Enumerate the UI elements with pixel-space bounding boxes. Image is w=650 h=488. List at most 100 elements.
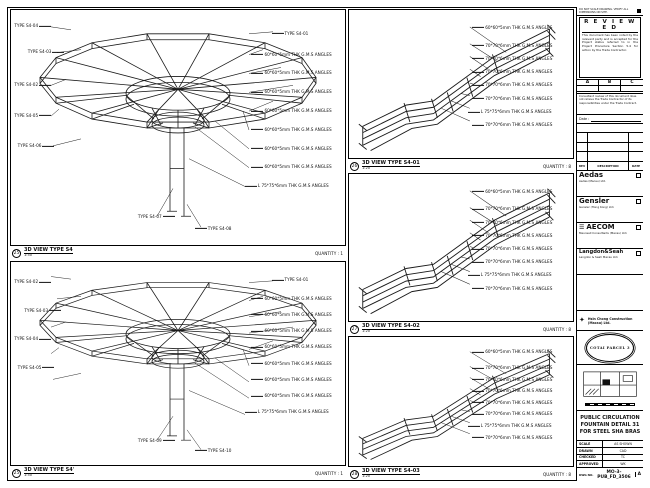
header-note-strip: DO NOT SCALE DRAWING. VERIFY ALL DIMENSI… [577, 7, 643, 16]
rev-cell [629, 133, 643, 142]
annotation-label: 60*60*5mm THK G.M.S ANGLES [472, 25, 552, 30]
firm-checkbox [636, 199, 641, 204]
status-checkbox-c [621, 86, 643, 92]
annotation-label: TYPE S4-04 [14, 24, 52, 28]
firm-block-langdon-seah: Langdon&Seah Langdon & Seah Macau Ltd. [577, 249, 643, 275]
annotation-label: L 75*75*6mm THK G.M.S ANGLES [467, 273, 552, 277]
checked-value: TC [621, 455, 625, 460]
panel-3d-view-type-s4-01: 60*60*5mm THK G.M.S ANGLES 70*70*6mm THK … [348, 9, 574, 172]
dwg-rev-value: A [634, 472, 641, 477]
rev-header-rev: REV [577, 161, 588, 170]
langdon-seah-logo: Langdon&Seah [579, 249, 624, 255]
reviewed-stamp-section: R E V I E W E D This document has been n… [577, 16, 643, 80]
reviewed-stamp-body: This document has been noted by the rele… [582, 33, 638, 52]
rev-cell [577, 152, 588, 161]
annotation-label: 60*60*5mm THK G.M.S ANGLES [251, 52, 332, 57]
annotation-label: 70*70*6mm THK G.M.S ANGLES [472, 69, 552, 74]
view-scale: 1:20 [362, 166, 371, 171]
view-scale: 1:20 [362, 329, 371, 334]
rev-header-description: DESCRIPTION [588, 161, 629, 170]
header-note-text: DO NOT SCALE DRAWING. VERIFY ALL DIMENSI… [579, 8, 629, 14]
view-quantity: QUANTITY : 1 [314, 250, 343, 256]
annotation-label: TYPE S4-07 [138, 214, 175, 219]
annotation-label: TYPE S4-06 [18, 143, 55, 148]
gensler-logo: Gensler [579, 197, 610, 205]
checked-label: CHECKED [577, 454, 603, 461]
annotation-label: 60*60*5mm THK G.M.S ANGLES [251, 296, 332, 300]
rev-cell [588, 142, 629, 151]
annotation-label: TYPE S4-10 [194, 448, 231, 453]
annotation-label: 70*70*6mm THK G.M.S ANGLES [472, 377, 552, 381]
panel-footer: 27 3D VIEW TYPE S4-02 1:20 QUANTITY : 8 [348, 322, 574, 335]
rev-cell [629, 143, 643, 152]
detail-number-bubble: 25 [12, 468, 21, 478]
drawn-label: DRAWN [577, 447, 603, 454]
rev-cell [629, 152, 643, 161]
panel-3d-view-type-s4-prime: TYPE S4-01 60*60*5mm THK G.M.S ANGLES 60*6… [10, 261, 346, 479]
status-option-a: A [577, 80, 599, 86]
annotation-label: TYPE S4-09 [138, 438, 175, 443]
annotation-label: 70*70*6mm THK G.M.S ANGLES [472, 400, 552, 405]
reviewed-note: Consultant review of this document does … [577, 94, 643, 115]
date-row: Date : [577, 115, 643, 124]
project-seal: COTAI PARCEL 3 [586, 333, 634, 362]
aedas-logo: Aedas [579, 171, 604, 179]
registration-mark [637, 9, 641, 13]
firm-subtitle: Maunsell Consultants (Macau) Ltd. [579, 231, 628, 236]
contractor-name-line2: (Macau) Ltd. [587, 320, 611, 325]
view-scale: 1:20 [362, 474, 371, 479]
rev-cell [588, 133, 629, 142]
panel-footer: 26 3D VIEW TYPE S4-01 1:20 QUANTITY : 8 [348, 159, 574, 172]
annotation-label: TYPE S4-01 [271, 277, 308, 282]
aecom-logo-icon: ☰ [579, 223, 585, 231]
consultant-seal-area [577, 275, 643, 311]
spacer-row [577, 124, 643, 133]
annotation-label: TYPE S4-04 [14, 336, 52, 341]
annotation-label: L 75*75*6mm THK G.M.S ANGLES [467, 423, 552, 428]
annotation-label: 60*60*5mm THK G.M.S ANGLES [251, 89, 332, 94]
annotation-label: 60*60*5mm THK G.M.S ANGLES [251, 108, 332, 113]
rev-header-date: DATE [631, 163, 641, 168]
firm-subtitle: Aedas (Macau) Ltd. [579, 179, 606, 184]
view-scale: 1:50 [24, 473, 33, 478]
firm-checkbox [636, 173, 641, 178]
annotation-label: 60*60*5mm THK G.M.S ANGLES [251, 377, 332, 382]
annotation-label: 60*60*5mm THK G.M.S ANGLES [251, 328, 332, 333]
view-title: 3D VIEW TYPE S4 [24, 246, 73, 255]
project-seal-section: COTAI PARCEL 3 [577, 331, 643, 365]
annotation-label: 60*60*5mm THK G.M.S ANGLES [251, 344, 332, 349]
annotation-label: 60*60*5mm THK G.M.S ANGLES [251, 393, 332, 398]
annotation-label: 70*70*6mm THK G.M.S ANGLES [472, 259, 552, 264]
annotation-label: 70*70*6mm THK G.M.S ANGLES [472, 83, 552, 87]
annotation-label: 70*70*6mm THK G.M.S ANGLES [472, 388, 552, 393]
annotation-label: L 75*75*6mm THK G.M.S ANGLES [244, 183, 329, 188]
scale-label: SCALE [577, 441, 603, 447]
aecom-logo: AECOM [586, 223, 615, 231]
key-plan-section [577, 365, 643, 411]
view-title: 3D VIEW TYPE S4-03 [362, 467, 420, 476]
rev-cell [588, 152, 629, 161]
firm-subtitle: Langdon & Seah Macau Ltd. [579, 255, 619, 260]
annotation-label: TYPE S4-03 [24, 308, 62, 313]
canopy-drawing-s4-prime: TYPE S4-01 60*60*5mm THK G.M.S ANGLES 60*6… [10, 261, 346, 466]
contractor-block: ✦ Hsin Chong Construction (Macau) Ltd. [577, 311, 643, 331]
firm-block-aecom: ☰AECOM Maunsell Consultants (Macau) Ltd. [577, 223, 643, 249]
revision-table: REV DESCRIPTION DATE [577, 133, 643, 171]
annotation-label: 70*70*6mm THK G.M.S ANGLES [472, 43, 552, 47]
status-option-c: C [621, 80, 643, 86]
view-title: 3D VIEW TYPE S4-01 [362, 159, 420, 168]
annotation-label: 70*70*6mm THK G.M.S ANGLES [472, 220, 552, 224]
firm-checkbox [636, 251, 641, 256]
annotation-label: 60*60*5mm THK G.M.S ANGLES [251, 165, 332, 169]
annotation-label: TYPE S4-05 [14, 113, 52, 118]
beam-drawing-s4-01: 60*60*5mm THK G.M.S ANGLES 70*70*6mm THK … [348, 9, 574, 159]
date-label: Date : [579, 117, 590, 121]
dwg-no-value: MO-3-PUB_FD_3506 [597, 469, 631, 480]
annotation-label: 70*70*6mm THK G.M.S ANGLES [472, 56, 552, 61]
